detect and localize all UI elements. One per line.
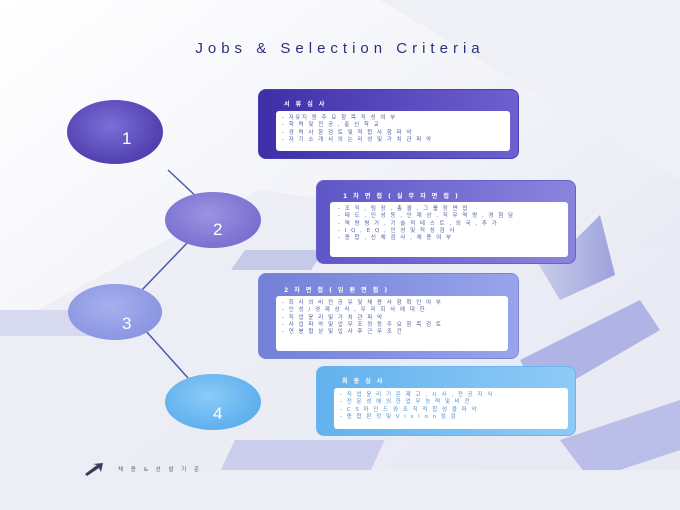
- list-item: - I Q , E Q , 인 성 및 적 성 검 사: [338, 227, 456, 234]
- list-item: - 전 문 성 에 의 한 업 무 능 력 및 비 전: [340, 399, 471, 406]
- list-item: - 학 력 및 전 공 , 출 신 학 교: [282, 122, 381, 129]
- step-node-4: 4: [165, 374, 261, 430]
- list-item: - 조 직 , 팀 장 , 총 괄 , 그 룹 장 면 접: [338, 206, 469, 212]
- step-number-3: 3: [122, 314, 132, 333]
- list-item: - 역 량 평 가 , 기 술 적 테 스 트 , 외 국 , 추 가: [338, 220, 499, 227]
- box-content: - 직 업 윤 리 기 준 제 고 , 시 사 , 전 공 지 식 - 전 문 …: [334, 388, 568, 429]
- box-heading: 최 종 심 사: [342, 378, 385, 385]
- criteria-list: - 조 직 , 팀 장 , 총 괄 , 그 룹 장 면 접 - 태 도 , 인 …: [330, 202, 568, 242]
- criteria-list: - 회 사 의 비 전 공 유 및 채 용 사 항 확 인 여 부 - 인 성 …: [276, 296, 508, 336]
- first-interview-box: 1 차 면 접 ( 실 무 자 면 접 ) - 조 직 , 팀 장 , 총 괄 …: [316, 180, 576, 264]
- list-item: - 자유지 원 주 요 항 목 작 성 여 부: [282, 115, 397, 121]
- criteria-list: - 자유지 원 주 요 항 목 작 성 여 부 - 학 력 및 전 공 , 출 …: [276, 111, 510, 144]
- step-node-1: 1: [67, 100, 163, 164]
- step-node-2: 2: [165, 192, 261, 248]
- list-item: - 사 업 파 악 및 업 무 조 정 등 주 요 항 목 검 토: [282, 321, 443, 328]
- list-item: - 자 기 소 개 서 의 논 리 성 및 가 치 관 파 악: [282, 136, 433, 143]
- box-heading: 2 차 면 접 ( 임 원 면 접 ): [284, 287, 390, 294]
- box-heading: 1 차 면 접 ( 실 무 자 면 접 ): [343, 193, 460, 200]
- step-number-2: 2: [213, 220, 223, 239]
- step-number-4: 4: [213, 404, 223, 423]
- box-content: - 자유지 원 주 요 항 목 작 성 여 부 - 학 력 및 전 공 , 출 …: [276, 111, 510, 151]
- list-item: - 직 업 윤 리 기 준 제 고 , 시 사 , 전 공 지 식: [340, 392, 494, 398]
- box-content: - 회 사 의 비 전 공 유 및 채 용 사 항 확 인 여 부 - 인 성 …: [276, 296, 508, 351]
- page-title: Jobs & Selection Criteria: [195, 40, 485, 57]
- list-item: - C S 마 인 드 와 조 직 적 합 성 을 파 악: [340, 406, 479, 413]
- list-item: - 경 력 사 항 검 토 및 적 합 사 항 파 악: [282, 129, 413, 136]
- list-item: - 회 사 의 비 전 공 유 및 채 용 사 항 확 인 여 부: [282, 300, 443, 306]
- list-item: - 종 합 판 정 및 V i s i o n 점 검: [340, 413, 458, 420]
- document-screening-box: 서 류 심 사 - 자유지 원 주 요 항 목 작 성 여 부 - 학 력 및 …: [258, 89, 519, 159]
- criteria-list: - 직 업 윤 리 기 준 제 고 , 시 사 , 전 공 지 식 - 전 문 …: [334, 388, 568, 421]
- box-heading: 서 류 심 사: [284, 101, 327, 108]
- arrow-icon: [85, 463, 103, 476]
- list-item: - 종 합 , 신 체 검 사 , 채 용 여 부: [338, 235, 453, 242]
- step-number-1: 1: [122, 129, 132, 148]
- footer-label: 채 용 & 선 발 기 준: [118, 467, 203, 473]
- list-item: - 연 봉 협 상 및 입 사 후 근 무 조 건: [282, 329, 404, 336]
- list-item: - 직 업 윤 리 및 가 치 관 파 악: [282, 314, 384, 321]
- list-item: - 태 도 , 인 성 등 , 인 재 상 , 직 무 역 량 , 경 험 담: [338, 213, 515, 220]
- list-item: - 인 성 / 경 제 상 식 , 우 리 회 사 에 대 한: [282, 307, 427, 314]
- second-interview-box: 2 차 면 접 ( 임 원 면 접 ) - 회 사 의 비 전 공 유 및 채 …: [258, 273, 519, 359]
- final-review-box: 최 종 심 사 - 직 업 윤 리 기 준 제 고 , 시 사 , 전 공 지 …: [316, 366, 576, 436]
- box-content: - 조 직 , 팀 장 , 총 괄 , 그 룹 장 면 접 - 태 도 , 인 …: [330, 202, 568, 257]
- step-node-3: 3: [68, 284, 162, 340]
